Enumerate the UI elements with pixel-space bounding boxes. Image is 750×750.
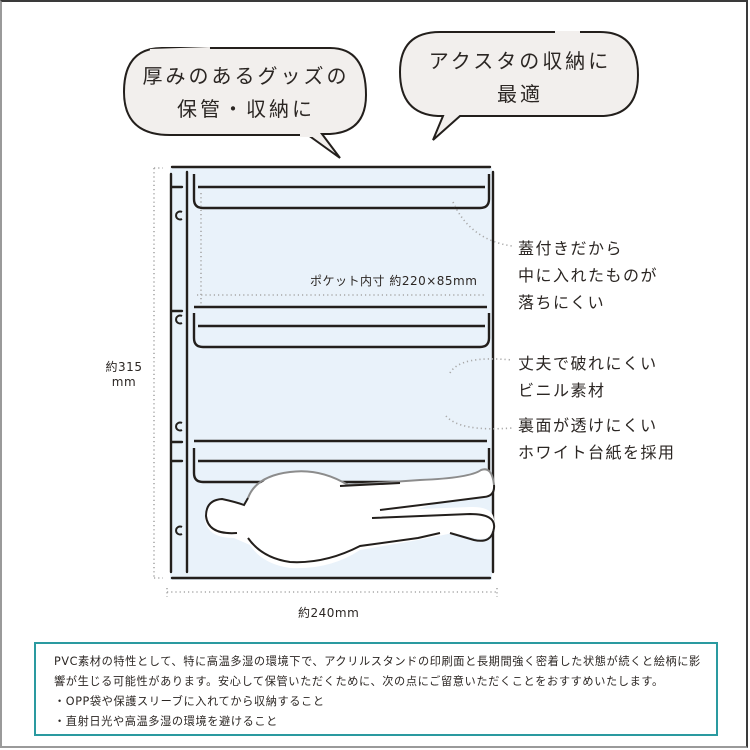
height-value: 約315 <box>105 360 143 374</box>
callout-lid-line-3: 落ちにくい <box>518 293 606 312</box>
height-unit: mm <box>111 375 137 389</box>
callout-backing-line-2: ホワイト台紙を採用 <box>518 443 676 462</box>
notice-bullet-1: ・OPP袋や保護スリーブに入れてから収納すること <box>54 695 325 708</box>
bubble-right-line-1: アクスタの収納に <box>428 49 612 73</box>
pocket-flap-2 <box>192 305 491 349</box>
callout-material: 丈夫で破れにくい ビニル素材 <box>518 350 658 404</box>
bubble-text-right: アクスタの収納に 最適 <box>402 45 638 111</box>
callout-material-line-2: ビニル素材 <box>518 381 606 400</box>
callout-backing-line-1: 裏面が透けにくい <box>518 416 658 435</box>
notice-paragraph-line-2: 響が生じる可能性があります。安心して保管いただくために、次の点にご留意いただくこ… <box>54 675 664 688</box>
dimension-guides <box>153 167 513 597</box>
notice-paragraph-line-1: PVC素材の特性として、特に高温多湿の環境下で、アクリルスタンドの印刷面と長期間… <box>54 655 701 668</box>
pocket-flap-1 <box>192 174 491 210</box>
pocket-size-label: ポケット内寸 約220×85mm <box>310 274 478 288</box>
binder-holes <box>175 210 183 536</box>
bubble-left-line-1: 厚みのあるグッズの <box>142 64 350 88</box>
bubble-right-line-2: 最適 <box>497 82 543 106</box>
callout-backing: 裏面が透けにくい ホワイト台紙を採用 <box>518 412 676 466</box>
sheet-outline <box>169 165 495 580</box>
speech-bubble-right <box>398 31 640 141</box>
callout-lid: 蓋付きだから 中に入れたものが 落ちにくい <box>518 235 658 316</box>
caution-notice-box: PVC素材の特性として、特に高温多湿の環境下で、アクリルスタンドの印刷面と長期間… <box>34 642 718 736</box>
callout-lid-line-1: 蓋付きだから <box>518 239 624 258</box>
bubble-text-left: 厚みのあるグッズの 保管・収納に <box>128 60 364 126</box>
callout-material-line-1: 丈夫で破れにくい <box>518 354 658 373</box>
speech-bubble-left <box>122 47 368 159</box>
notice-bullet-2: ・直射日光や高温多湿の環境を避けること <box>54 715 278 728</box>
acrylic-stand-figure <box>204 468 496 569</box>
bubble-left-line-2: 保管・収納に <box>177 97 315 121</box>
width-dimension-label: 約240mm <box>298 606 360 620</box>
height-dimension-label: 約315 mm <box>102 360 146 390</box>
callout-lid-line-2: 中に入れたものが <box>518 266 659 285</box>
